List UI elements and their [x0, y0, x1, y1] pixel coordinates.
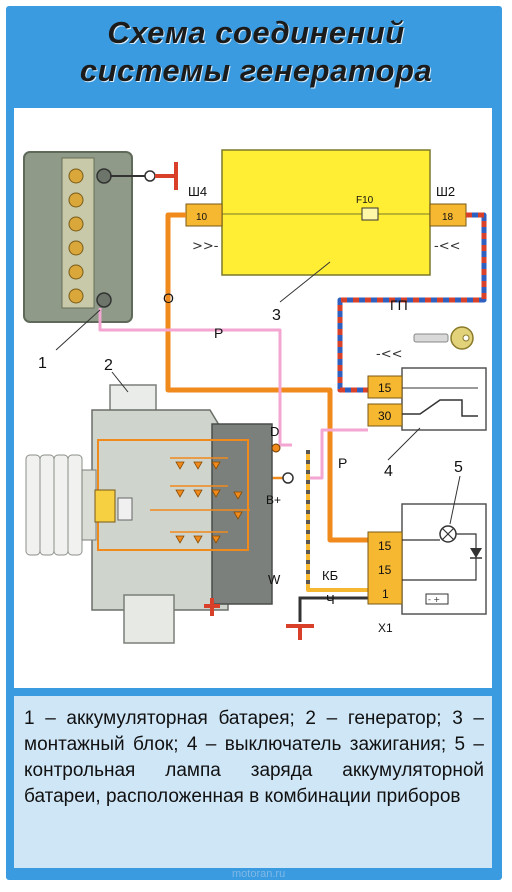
battery	[23, 151, 178, 323]
title-line-2: системы генератора	[79, 53, 433, 88]
wire-kb	[306, 450, 368, 592]
switch-pin-30: 30	[378, 409, 392, 423]
battery-terminal-negative	[96, 292, 112, 308]
svg-text:-<<: -<<	[434, 239, 460, 254]
terminal-label-w: W	[268, 572, 281, 587]
diagram-title: Схема соединений системы генератора	[14, 14, 498, 90]
callout-1: 1	[38, 355, 47, 372]
wire-label-p-lower: Р	[338, 455, 347, 471]
mounting-block: 10 18 F10 Ш4 Ш2 >>- -<<	[185, 149, 467, 276]
title-line-1: Схема соединений	[107, 15, 405, 50]
terminal-label-d: D	[270, 424, 279, 439]
callout-3: 3	[272, 307, 281, 324]
wire-label-p-upper: Р	[214, 325, 223, 341]
watermark: motoran.ru	[232, 868, 286, 880]
sh2-pin-label: 18	[442, 212, 454, 223]
wire-label-kb: КБ	[322, 568, 338, 583]
cluster-pin-1: 1	[382, 587, 389, 601]
alternator	[25, 384, 294, 644]
wire-p-pink	[98, 308, 368, 480]
svg-text:-<<: -<<	[376, 347, 402, 362]
svg-text:- +: - +	[428, 595, 440, 604]
sh2-label: Ш2	[436, 184, 455, 199]
caption-text: 1 – аккумуляторная батарея; 2 – генерато…	[24, 708, 484, 807]
callout-4: 4	[384, 463, 393, 480]
switch-pin-15: 15	[378, 381, 392, 395]
wire-label-gp: ГП	[390, 297, 408, 313]
wire-ch-black	[286, 596, 368, 640]
callout-5: 5	[454, 459, 463, 476]
cluster-pin-15b: 15	[378, 563, 392, 577]
sh4-label: Ш4	[188, 184, 207, 199]
wire-o-orange	[165, 212, 368, 543]
svg-text:>>-: >>-	[192, 239, 219, 254]
instrument-cluster: 15 15 1 - +	[367, 503, 487, 615]
sh4-pin-label: 10	[196, 212, 208, 223]
wire-label-o: О	[163, 290, 174, 306]
caption-box	[14, 696, 492, 868]
cluster-pin-15a: 15	[378, 539, 392, 553]
ignition-switch: 15 30 -<<	[367, 347, 487, 431]
fuse-label: F10	[356, 195, 374, 206]
callout-2: 2	[104, 357, 113, 374]
wire-gp-blue-red	[337, 212, 487, 393]
ignition-key-icon	[413, 326, 474, 350]
wire-label-ch: Ч	[326, 592, 335, 607]
connector-label-x1: X1	[378, 621, 393, 635]
terminal-label-b-plus: В+	[266, 493, 281, 507]
battery-terminal-positive	[96, 168, 112, 184]
